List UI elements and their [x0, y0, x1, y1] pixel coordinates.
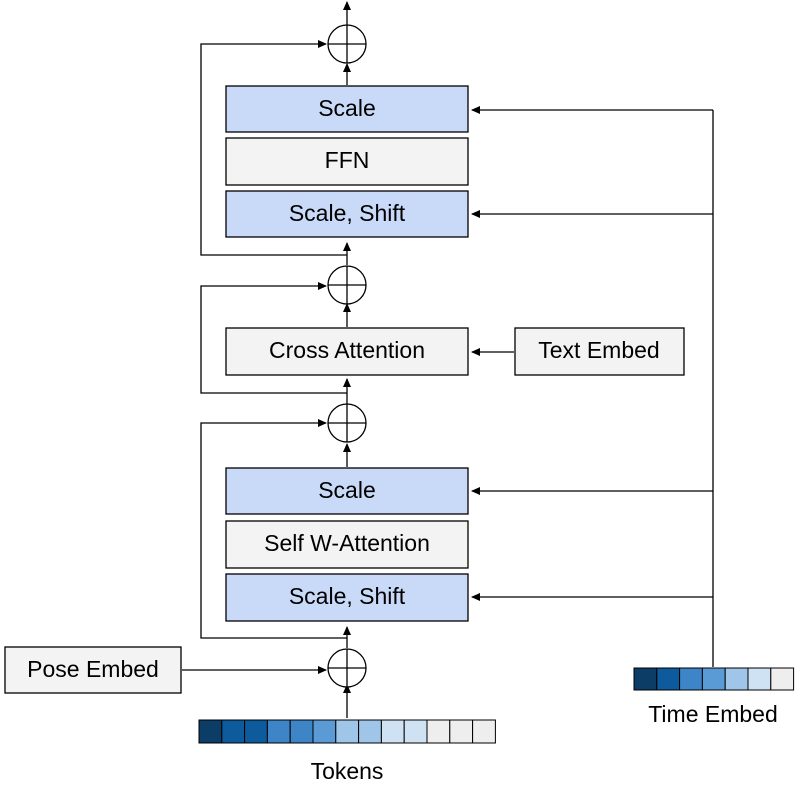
- scale-top-box: [225, 85, 469, 133]
- scale-shift-top-box: [225, 190, 469, 238]
- sum-node-top: [327, 24, 367, 64]
- time-embed-cell: [770, 667, 795, 691]
- residual-self-attention: [200, 419, 347, 639]
- token-cell: [244, 719, 268, 744]
- tokens-label: Tokens: [311, 758, 384, 784]
- token-cell: [312, 719, 337, 744]
- time-embed-label: Time Embed: [648, 701, 778, 727]
- self-attention-box: [225, 520, 469, 569]
- connections: [182, 1, 714, 718]
- token-cell: [426, 719, 451, 744]
- text-embed-box: [514, 327, 685, 376]
- token-strip: [198, 719, 496, 744]
- token-cell: [266, 719, 291, 744]
- scale-shift-top-label: Scale, Shift: [289, 200, 406, 226]
- token-cell: [358, 719, 382, 744]
- sum-node-middle: [327, 265, 367, 305]
- scale-top-label: Scale: [318, 95, 376, 121]
- time-embed-cell: [656, 667, 681, 691]
- scale-bottom-box: [225, 467, 469, 515]
- token-cell: [221, 719, 246, 744]
- scale-bottom-label: Scale: [318, 477, 376, 503]
- time-embed-cell: [633, 667, 658, 691]
- time-embed-cell: [724, 667, 749, 691]
- residual-ffn: [200, 40, 347, 256]
- scale-shift-bottom-label: Scale, Shift: [289, 583, 406, 609]
- token-cell: [335, 719, 360, 744]
- token-cell: [198, 719, 223, 744]
- time-embed-strip: [633, 667, 795, 691]
- scale-shift-bottom-box: [225, 573, 469, 622]
- cross-attention-box: [225, 327, 469, 376]
- sum-node-input: [327, 648, 367, 688]
- token-cell: [380, 719, 405, 744]
- token-cell: [289, 719, 314, 744]
- token-cell: [472, 719, 496, 744]
- residual-cross-attention: [200, 282, 347, 394]
- token-cell: [403, 719, 428, 744]
- self-attention-label: Self W-Attention: [264, 530, 430, 556]
- ffn-label: FFN: [325, 147, 370, 173]
- time-embed-cell: [701, 667, 726, 691]
- ffn-box: [225, 137, 469, 186]
- time-embed-cell: [679, 667, 703, 691]
- pose-embed-box: [4, 646, 182, 694]
- time-embed-cell: [747, 667, 772, 691]
- text-embed-label: Text Embed: [538, 337, 659, 363]
- sum-node-lower: [327, 403, 367, 443]
- token-cell: [449, 719, 474, 744]
- cross-attention-label: Cross Attention: [269, 337, 425, 363]
- pose-embed-label: Pose Embed: [27, 656, 159, 682]
